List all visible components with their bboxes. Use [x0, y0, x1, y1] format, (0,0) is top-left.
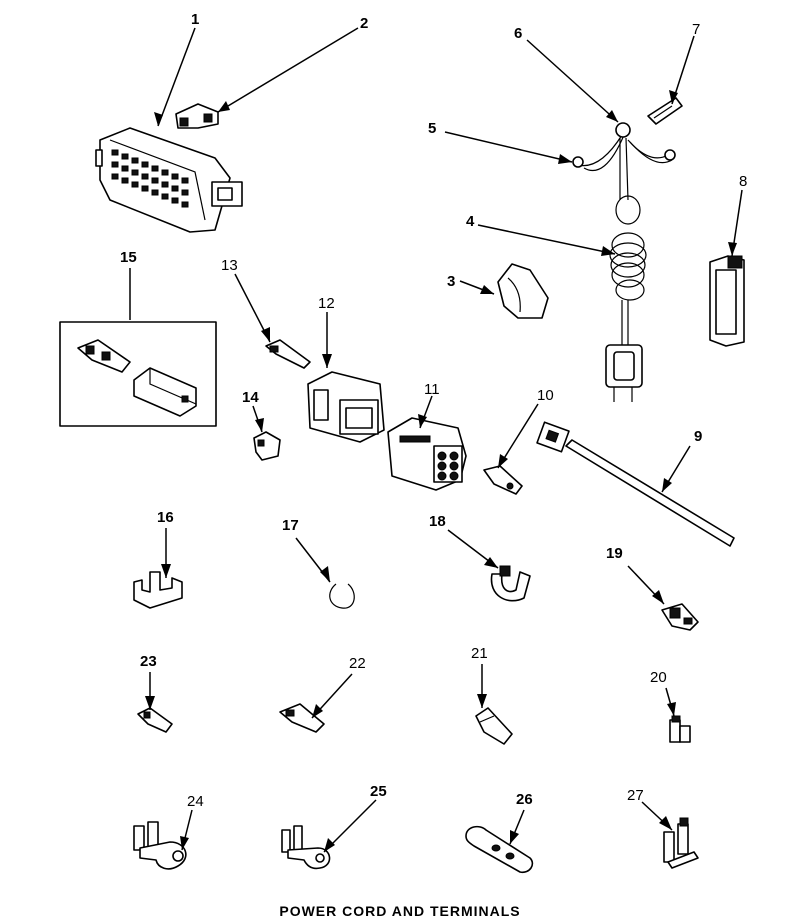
callout-2: 2: [360, 15, 368, 32]
part-13-terminal: [265, 339, 311, 369]
part-4-power-cord: [577, 134, 673, 402]
callout-19: 19: [606, 545, 623, 562]
callout-5: 5: [428, 120, 436, 137]
part-18-cable-clamp: [490, 565, 531, 602]
callout-25: 25: [370, 783, 387, 800]
part-12-plug-housing: [307, 371, 385, 443]
callout-9: 9: [694, 428, 702, 445]
leader-arrowheads: [145, 90, 737, 852]
callout-10: 10: [537, 387, 554, 404]
part-11-receptacle: [387, 417, 467, 491]
callout-23: 23: [140, 653, 157, 670]
callout-20: 20: [650, 669, 667, 686]
part-21-terminal: [475, 707, 513, 745]
part-9-cable-tie: [536, 421, 735, 547]
part-20-terminal: [669, 715, 691, 743]
callout-6: 6: [514, 25, 522, 42]
part-8-bracket: [709, 255, 745, 347]
part-17-ring-clip: [329, 583, 355, 609]
callout-26: 26: [516, 791, 533, 808]
part-26-insulator-sleeve: [465, 825, 534, 874]
part-15-terminal-kit: [59, 321, 217, 427]
part-10-pin: [483, 465, 523, 495]
callout-16: 16: [157, 509, 174, 526]
callout-8: 8: [739, 173, 747, 190]
callout-1: 1: [191, 11, 199, 28]
callout-15: 15: [120, 249, 137, 266]
part-7-screw: [647, 97, 683, 125]
part-1-connector-block: [95, 127, 243, 233]
part-19-connector: [661, 603, 699, 631]
callout-21: 21: [471, 645, 488, 662]
callout-labels: 1 2 3 4 5 6 7 8 9 10 11 12 13 14 15 16 1…: [120, 11, 747, 810]
callout-7: 7: [692, 21, 700, 38]
callout-27: 27: [627, 787, 644, 804]
callout-11: 11: [424, 381, 440, 398]
diagram-title: POWER CORD AND TERMINALS: [279, 903, 521, 919]
callout-24: 24: [187, 793, 204, 810]
part-23-terminal: [137, 707, 173, 733]
part-16-bracket-clip: [133, 571, 183, 609]
part-24-ring-terminal: [133, 821, 187, 870]
callout-14: 14: [242, 389, 259, 406]
callout-17: 17: [282, 517, 299, 534]
part-3-clip: [497, 263, 549, 319]
callout-4: 4: [466, 213, 475, 230]
callout-13: 13: [221, 257, 238, 274]
part-25-ring-terminal: [281, 825, 331, 870]
callout-18: 18: [429, 513, 446, 530]
part-5-ring-terminal: [572, 149, 676, 168]
callout-22: 22: [349, 655, 366, 672]
part-2-terminal: [175, 103, 219, 129]
part-14-clip: [253, 431, 281, 461]
callout-12: 12: [318, 295, 335, 312]
part-27-terminal: [663, 817, 699, 869]
part-6-ring-terminal: [615, 122, 631, 138]
part-22-terminal: [279, 703, 325, 733]
callout-3: 3: [447, 273, 455, 290]
